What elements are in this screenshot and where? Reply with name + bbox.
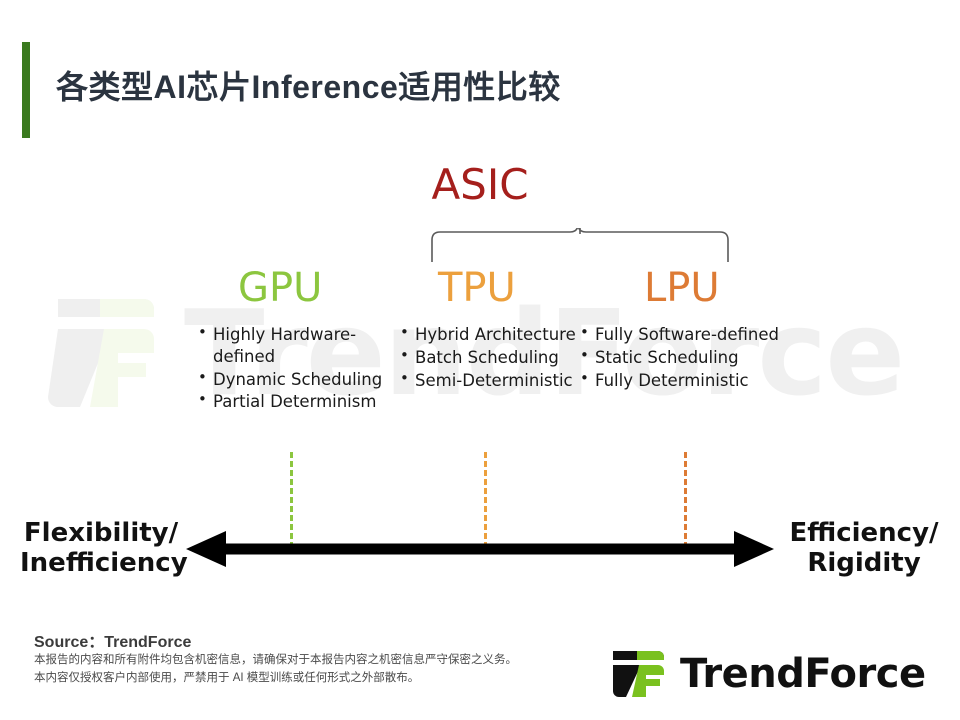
chip-heading-lpu: LPU <box>644 265 720 311</box>
guide-line-lpu <box>684 452 687 548</box>
list-item: Fully Software-defined <box>578 323 798 346</box>
axis-label-left: Flexibility/ Inefficiency <box>20 518 188 579</box>
chip-bullets-lpu: Fully Software-defined Static Scheduling… <box>578 323 798 392</box>
chip-heading-tpu: TPU <box>438 265 516 311</box>
list-item: Static Scheduling <box>578 346 798 369</box>
axis-label-left-line2: Inefficiency <box>20 548 188 579</box>
chip-bullets-gpu: Highly Hardware-defined Dynamic Scheduli… <box>196 323 396 414</box>
chip-bullets-tpu: Hybrid Architecture Batch Scheduling Sem… <box>398 323 578 392</box>
asic-group-label: ASIC <box>431 160 529 209</box>
axis-label-right-line1: Efficiency/ <box>789 518 939 548</box>
confidentiality-disclaimer: 本报告的内容和所有附件均包含机密信息，请确保对于本报告内容之机密信息严守保密之义… <box>34 652 517 688</box>
trendforce-logo-mark-icon <box>613 651 664 697</box>
disclaimer-line-2: 本内容仅授权客户内部使用，严禁用于 AI 模型训练或任何形式之外部散布。 <box>34 671 420 684</box>
source-credit: Source：TrendForce <box>34 634 192 651</box>
page-title: 各类型AI芯片Inference适用性比较 <box>56 69 561 105</box>
list-item: Hybrid Architecture <box>398 323 578 346</box>
guide-line-tpu <box>484 452 487 548</box>
axis-label-left-line1: Flexibility/ <box>23 518 179 548</box>
list-item: Batch Scheduling <box>398 346 578 369</box>
list-item: Dynamic Scheduling <box>196 368 396 391</box>
list-item: Highly Hardware-defined <box>196 323 396 368</box>
chip-comparison-columns: GPU Highly Hardware-defined Dynamic Sche… <box>0 268 960 458</box>
axis-label-right: Efficiency/ Rigidity <box>780 518 948 578</box>
list-item: Semi-Deterministic <box>398 369 578 392</box>
list-item: Partial Determinism <box>196 390 396 413</box>
guide-line-gpu <box>290 452 293 548</box>
axis-label-right-line2: Rigidity <box>807 548 921 579</box>
title-accent-bar <box>22 42 30 138</box>
disclaimer-line-1: 本报告的内容和所有附件均包含机密信息，请确保对于本报告内容之机密信息严守保密之义… <box>34 654 517 666</box>
trendforce-logo: TrendForce <box>608 646 926 702</box>
trendforce-logo-text: TrendForce <box>680 651 926 697</box>
footer-divider <box>0 612 960 613</box>
asic-brace-icon <box>431 228 729 262</box>
spectrum-axis-arrow <box>186 531 774 567</box>
list-item: Fully Deterministic <box>578 369 798 392</box>
chip-heading-gpu: GPU <box>238 265 323 311</box>
